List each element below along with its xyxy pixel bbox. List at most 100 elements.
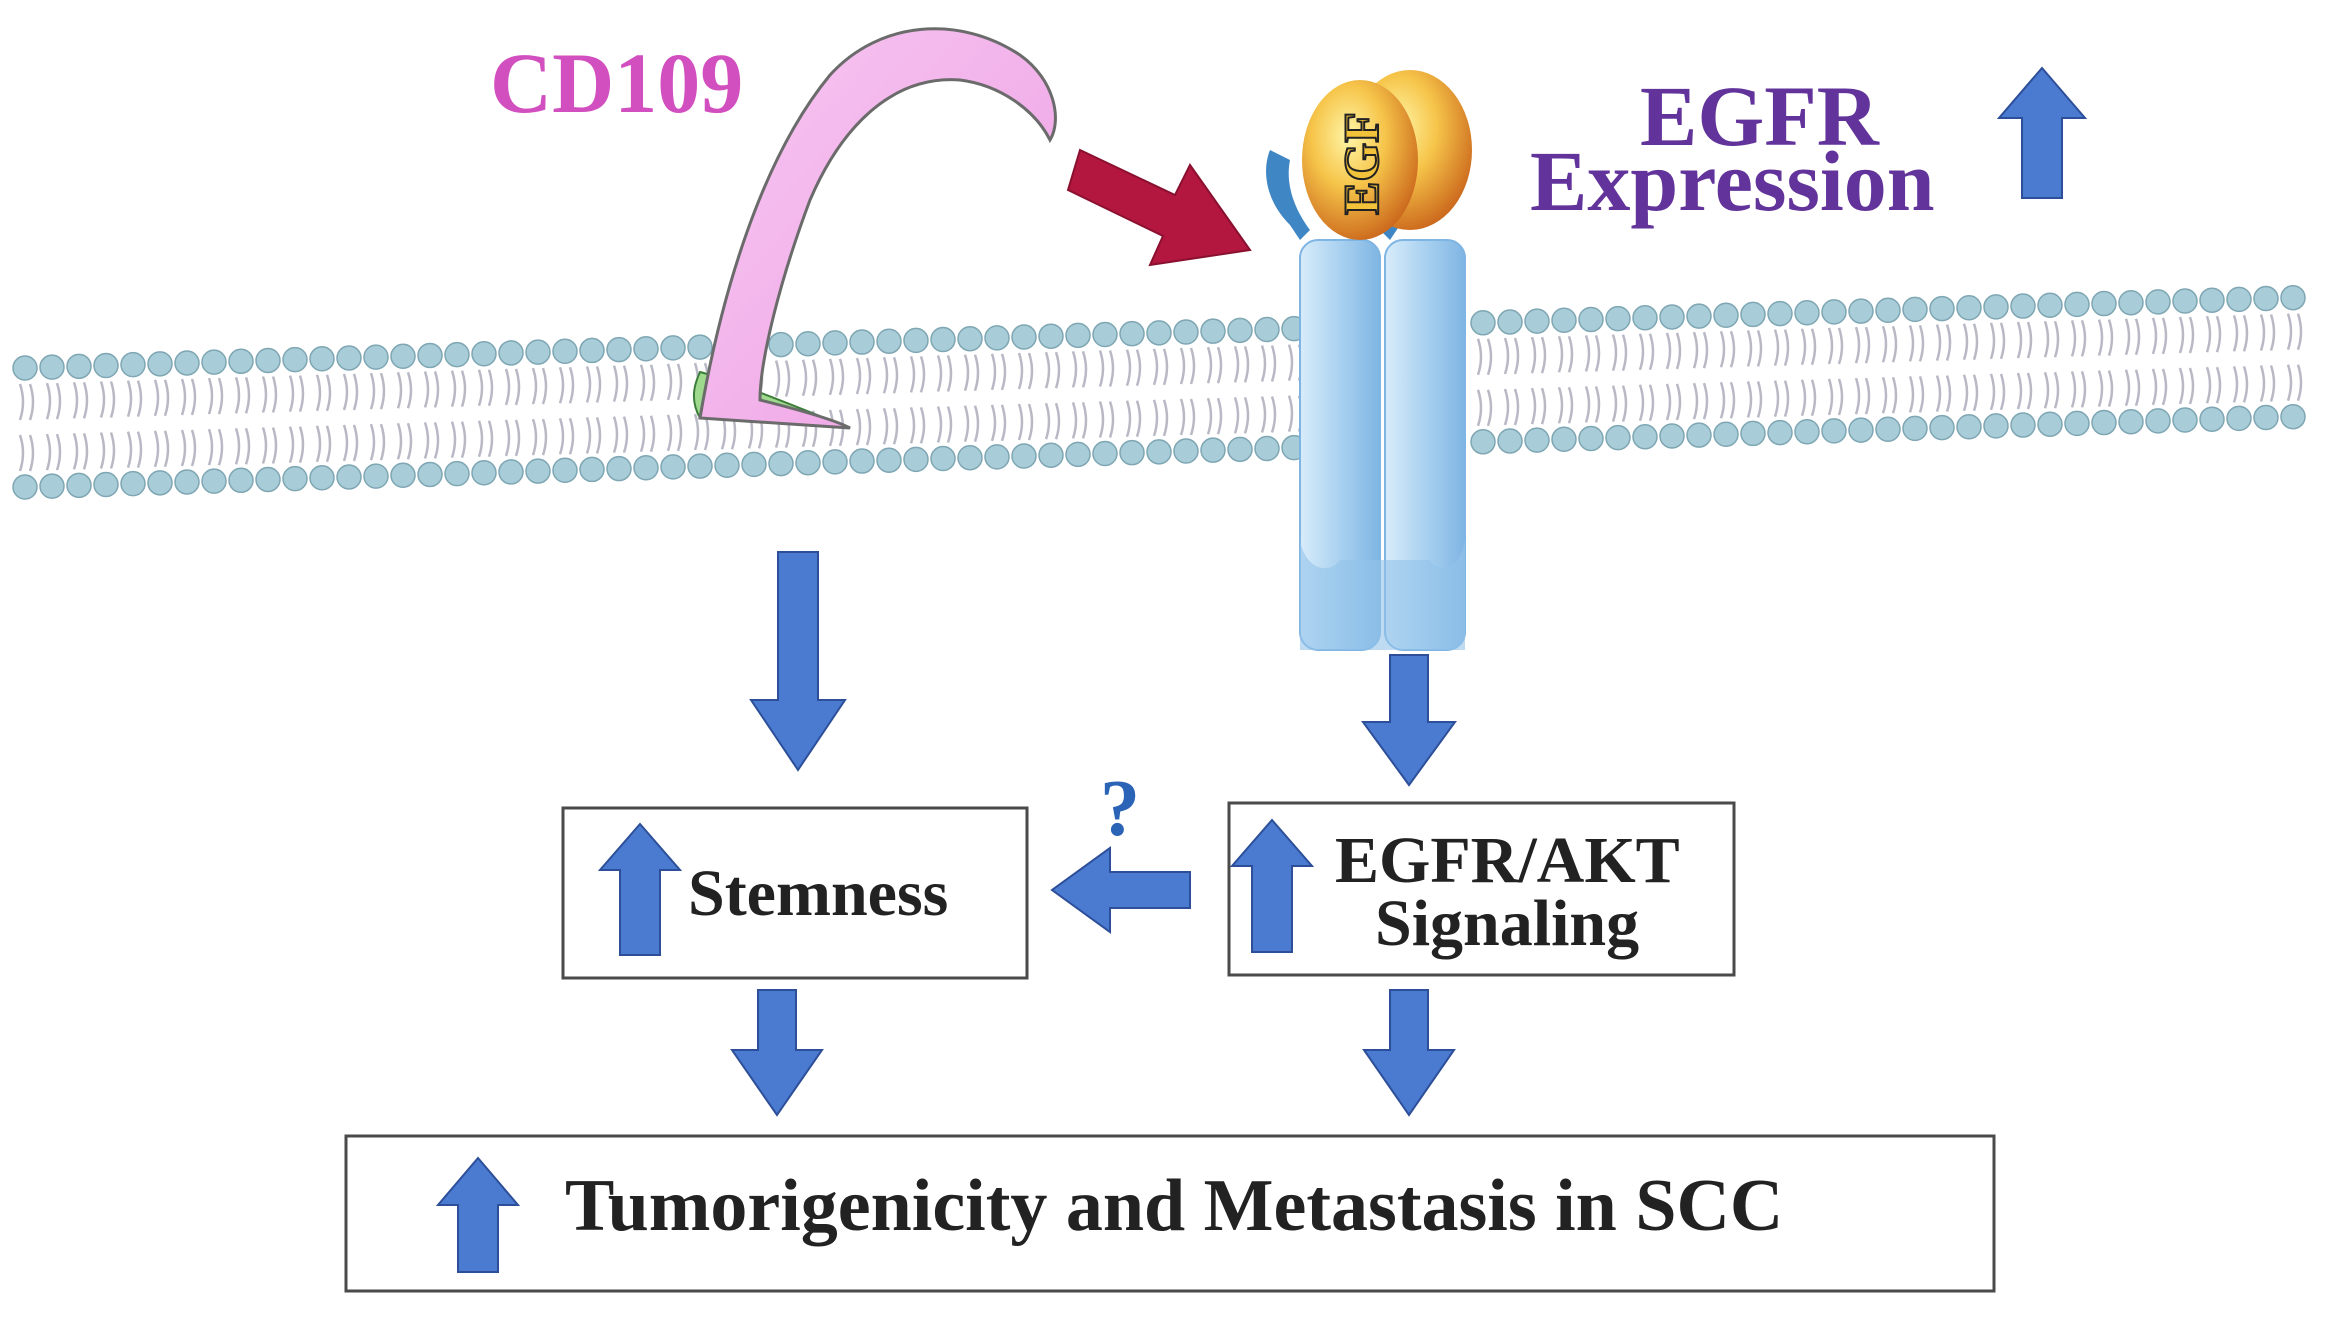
lipid-tail [477, 420, 484, 458]
lipid-tail [882, 356, 889, 394]
lipid-tail [2107, 370, 2114, 407]
lipid-head [1794, 300, 1820, 326]
lipid-tail [2026, 372, 2033, 410]
lipid-head [1902, 415, 1928, 442]
lipid-tail [1081, 401, 1088, 439]
lipid-tail [1216, 397, 1223, 435]
lipid-head [120, 351, 146, 378]
lipid-head [282, 465, 308, 492]
lipid-tail [909, 355, 916, 393]
lipid-head [309, 346, 335, 372]
lipid-head [2010, 412, 2036, 438]
lipid-tail [1476, 389, 1483, 427]
lipid-tail [82, 381, 89, 419]
down-arrow-icon [749, 551, 847, 772]
lipid-head [903, 446, 929, 473]
lipid-head [1578, 425, 1604, 452]
lipid-tail [973, 405, 980, 443]
lipid-tail [990, 404, 997, 442]
lipid-tail [1962, 323, 1969, 361]
lipid-head [363, 463, 389, 489]
lipid-head [201, 468, 227, 494]
lipid-tail [1756, 381, 1763, 418]
red-arrow-icon [1066, 148, 1252, 267]
lipid-head [1821, 299, 1847, 325]
lipid-tail [1125, 349, 1132, 387]
lipid-tail [990, 353, 997, 391]
lipid-tail [1773, 329, 1780, 366]
lipid-tail [1108, 401, 1115, 438]
lipid-head [390, 343, 416, 370]
lipid-tail [379, 423, 386, 461]
lipid-tail [190, 429, 197, 467]
egf-ligand-left [1302, 80, 1418, 240]
lipid-tail [882, 407, 889, 445]
lipid-tail [136, 431, 143, 469]
lipid-tail [514, 419, 521, 457]
lipid-tail [963, 405, 970, 443]
lipid-tail [595, 417, 602, 454]
lipid-tail [1972, 374, 1979, 412]
lipid-tail [531, 367, 538, 405]
lipid-tail [369, 423, 376, 461]
lipid-head [687, 453, 713, 479]
lipid-head [309, 465, 335, 491]
lipid-tail [136, 380, 143, 418]
lipid-head [1686, 422, 1712, 448]
lipid-head [444, 460, 470, 487]
lipid-head [903, 327, 929, 354]
lipid-tail [460, 370, 467, 408]
lipid-head [1497, 428, 1523, 454]
lipid-tail [207, 377, 214, 415]
lipid-tail [433, 422, 440, 459]
lipid-tail [1638, 384, 1645, 422]
lipid-head [228, 348, 254, 375]
lipid-head [525, 339, 551, 365]
lipid-tail [936, 355, 943, 392]
lipid-tail [207, 428, 214, 466]
lipid-tail [2205, 366, 2212, 404]
lipid-tail [109, 432, 116, 469]
lipid-tail [2097, 370, 2104, 407]
lipid-tail [99, 381, 106, 418]
lipid-tail [180, 429, 187, 467]
lipid-tail [1486, 389, 1493, 427]
lipid-tail [1945, 375, 1952, 412]
lipid-tail [1162, 348, 1169, 386]
lipid-tail [1243, 396, 1250, 434]
lipid-head [1659, 423, 1685, 449]
lipid-tail [315, 374, 322, 412]
lipid-tail [1746, 381, 1753, 418]
lipid-head [957, 325, 983, 352]
lipid-tail [18, 434, 25, 472]
lipid-head [1254, 316, 1280, 343]
lipid-tail [1017, 403, 1024, 441]
lipid-head [1983, 294, 2009, 320]
lipid-tail [234, 376, 241, 414]
lipid-head [93, 471, 119, 498]
lipid-tail [325, 425, 332, 463]
lipid-tail [1702, 382, 1709, 420]
lipid-tail [568, 366, 575, 404]
cd109-label: CD109 [490, 35, 743, 131]
lipid-heads [12, 284, 2306, 500]
lipid-tail [396, 371, 403, 409]
lipid-tail [649, 364, 656, 402]
lipid-tail [1098, 350, 1105, 387]
lipid-tail [612, 416, 619, 453]
egfr-akt-signaling-box [1227, 801, 1736, 977]
lipid-tail [1999, 373, 2006, 411]
lipid-tail [1881, 325, 1888, 363]
egfr-receptor [1266, 70, 1472, 651]
lipid-tail [1071, 401, 1078, 439]
egfr-akt-title: EGFR/AKT [1335, 824, 1680, 897]
lipid-head [1524, 308, 1550, 334]
lipid-head [39, 473, 65, 499]
lipid-tail [1810, 328, 1817, 366]
lipid-head [39, 354, 65, 380]
lipid-head [1929, 295, 1955, 322]
lipid-head [1929, 414, 1955, 441]
lipid-head [1686, 303, 1712, 329]
lipid-head [1578, 306, 1604, 333]
